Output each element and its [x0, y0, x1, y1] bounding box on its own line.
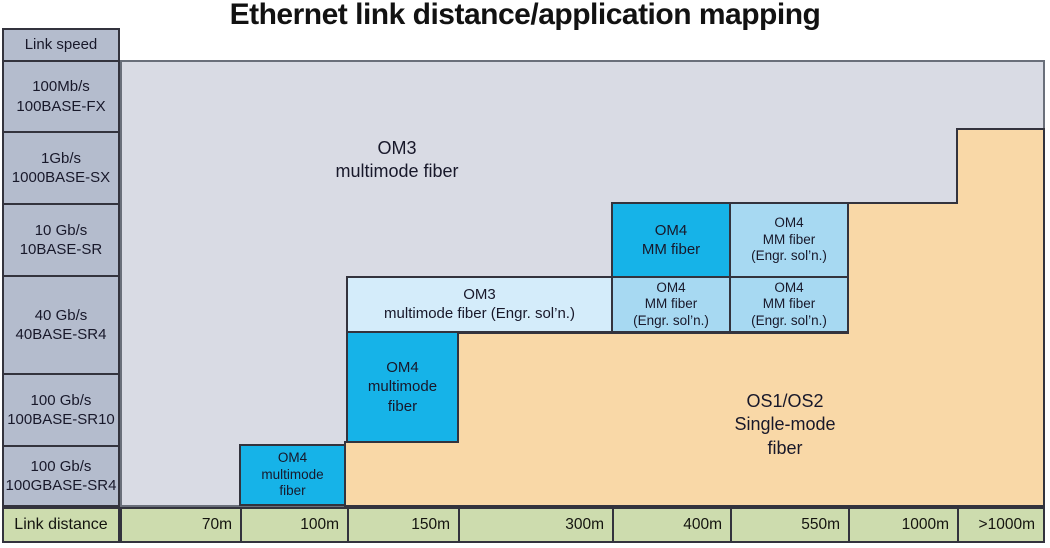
distance-cell-400m: 400m — [612, 509, 730, 541]
om4-mm-engr-label-40g-550m: OM4 MM fiber (Engr. sol’n.) — [751, 280, 827, 328]
om3-region-label: OM3 multimode fiber — [335, 137, 459, 181]
chart-title: Ethernet link distance/application mappi… — [229, 0, 821, 31]
om4-mm-fiber-label: OM4 MM fiber — [641, 221, 701, 259]
om4-mm-engr-label-40g-400m: OM4 MM fiber (Engr. sol’n.) — [633, 280, 709, 328]
link-distance-header: Link distance — [2, 507, 120, 543]
speed-row-40base-sr4: 40 Gb/s 40BASE-SR4 — [4, 275, 118, 373]
os1-os2-region-label: OS1/OS2 Single-mode fiber — [734, 390, 836, 458]
link-distance-row: 70m 100m 150m 300m 400m 550m 1000m >1000… — [120, 507, 1045, 543]
distance-cell-over-1000m: >1000m — [957, 509, 1043, 541]
om4-mm-engr-box-40g-550m — [729, 276, 849, 333]
distance-cell-70m: 70m — [201, 516, 232, 533]
speed-row-100base-fx: 100Mb/s 100BASE-FX — [4, 60, 118, 131]
om3-engr-strip-40g-150-300m — [346, 276, 613, 333]
distance-cell-550m: 550m — [730, 509, 848, 541]
speed-row-1000base-sx: 1Gb/s 1000BASE-SX — [4, 131, 118, 203]
om4-multimode-box-100m — [239, 444, 346, 506]
om4-multimode-label-100m: OM4 multimode fiber — [261, 449, 324, 499]
speed-row-100base-sr10: 100 Gb/s 100BASE-SR10 — [4, 373, 118, 445]
distance-cell-300m: 300m — [458, 509, 612, 541]
om3-engr-label: OM3 multimode fiber (Engr. sol’n.) — [384, 285, 575, 322]
speed-row-100gbase-sr4: 100 Gb/s 100GBASE-SR4 — [4, 445, 118, 505]
distance-cell-150m: 150m — [347, 509, 458, 541]
distance-cell-100m: 100m — [240, 509, 347, 541]
plot-area — [120, 60, 1045, 507]
link-speed-column: Link speed 100Mb/s 100BASE-FX 1Gb/s 1000… — [2, 28, 120, 507]
om4-mm-engr-box-10g-550m — [729, 202, 849, 278]
om4-mm-engr-label-10g-550m: OM4 MM fiber (Engr. sol’n.) — [751, 214, 827, 264]
om4-mm-fiber-box-10g-400m — [611, 202, 731, 278]
speed-row-10base-sr: 10 Gb/s 10BASE-SR — [4, 203, 118, 275]
om4-multimode-label-150m: OM4 multimode fiber — [367, 358, 438, 415]
link-speed-header: Link speed — [24, 36, 98, 54]
om4-multimode-box-150m — [346, 331, 459, 443]
distance-cell-1000m: 1000m — [848, 509, 957, 541]
